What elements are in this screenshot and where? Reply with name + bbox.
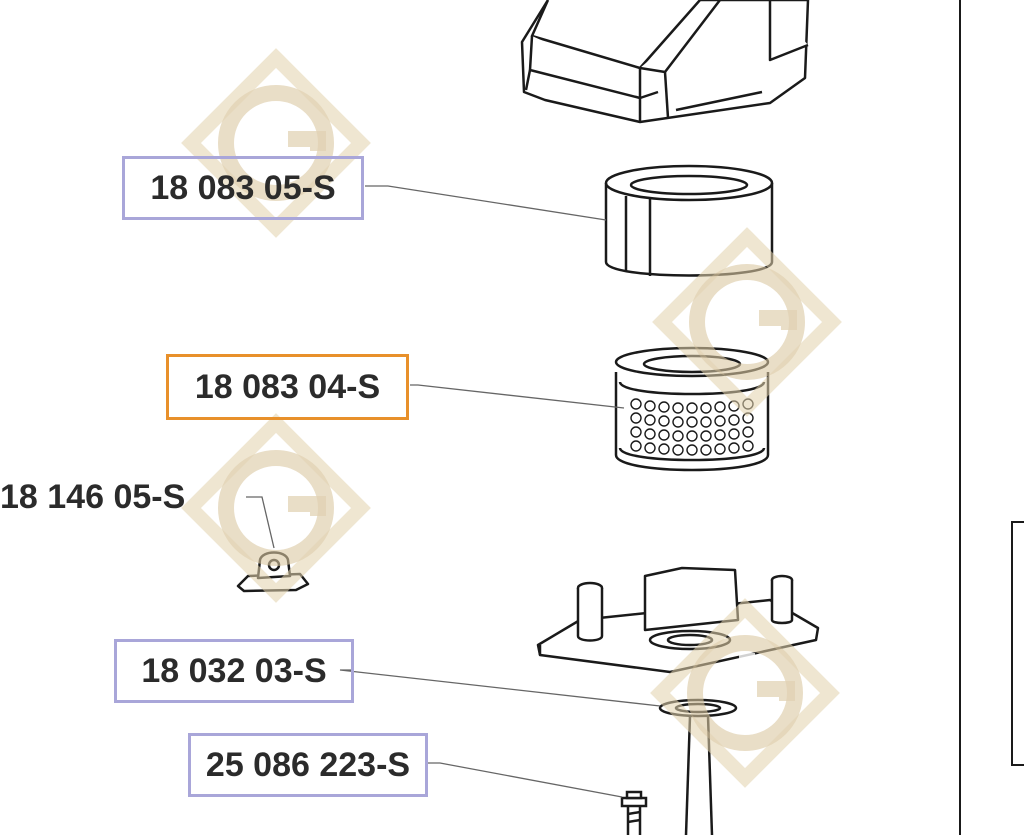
- part-label-18-083-05-s[interactable]: 18 083 05-S: [122, 156, 364, 220]
- air-filter-cover[interactable]: [520, 0, 810, 124]
- leader-lines: [246, 185, 661, 798]
- frame-lines: [959, 0, 1024, 835]
- part-label-18-032-03-s[interactable]: 18 032 03-S: [114, 639, 354, 703]
- foam-pre-filter[interactable]: [604, 164, 774, 277]
- part-label-25-086-223-s[interactable]: 25 086 223-S: [188, 733, 428, 797]
- part-label-18-146-05-s[interactable]: 18 146 05-S: [0, 477, 186, 516]
- flange-screw[interactable]: [620, 790, 648, 835]
- part-label-18-083-04-s[interactable]: 18 083 04-S: [166, 354, 409, 420]
